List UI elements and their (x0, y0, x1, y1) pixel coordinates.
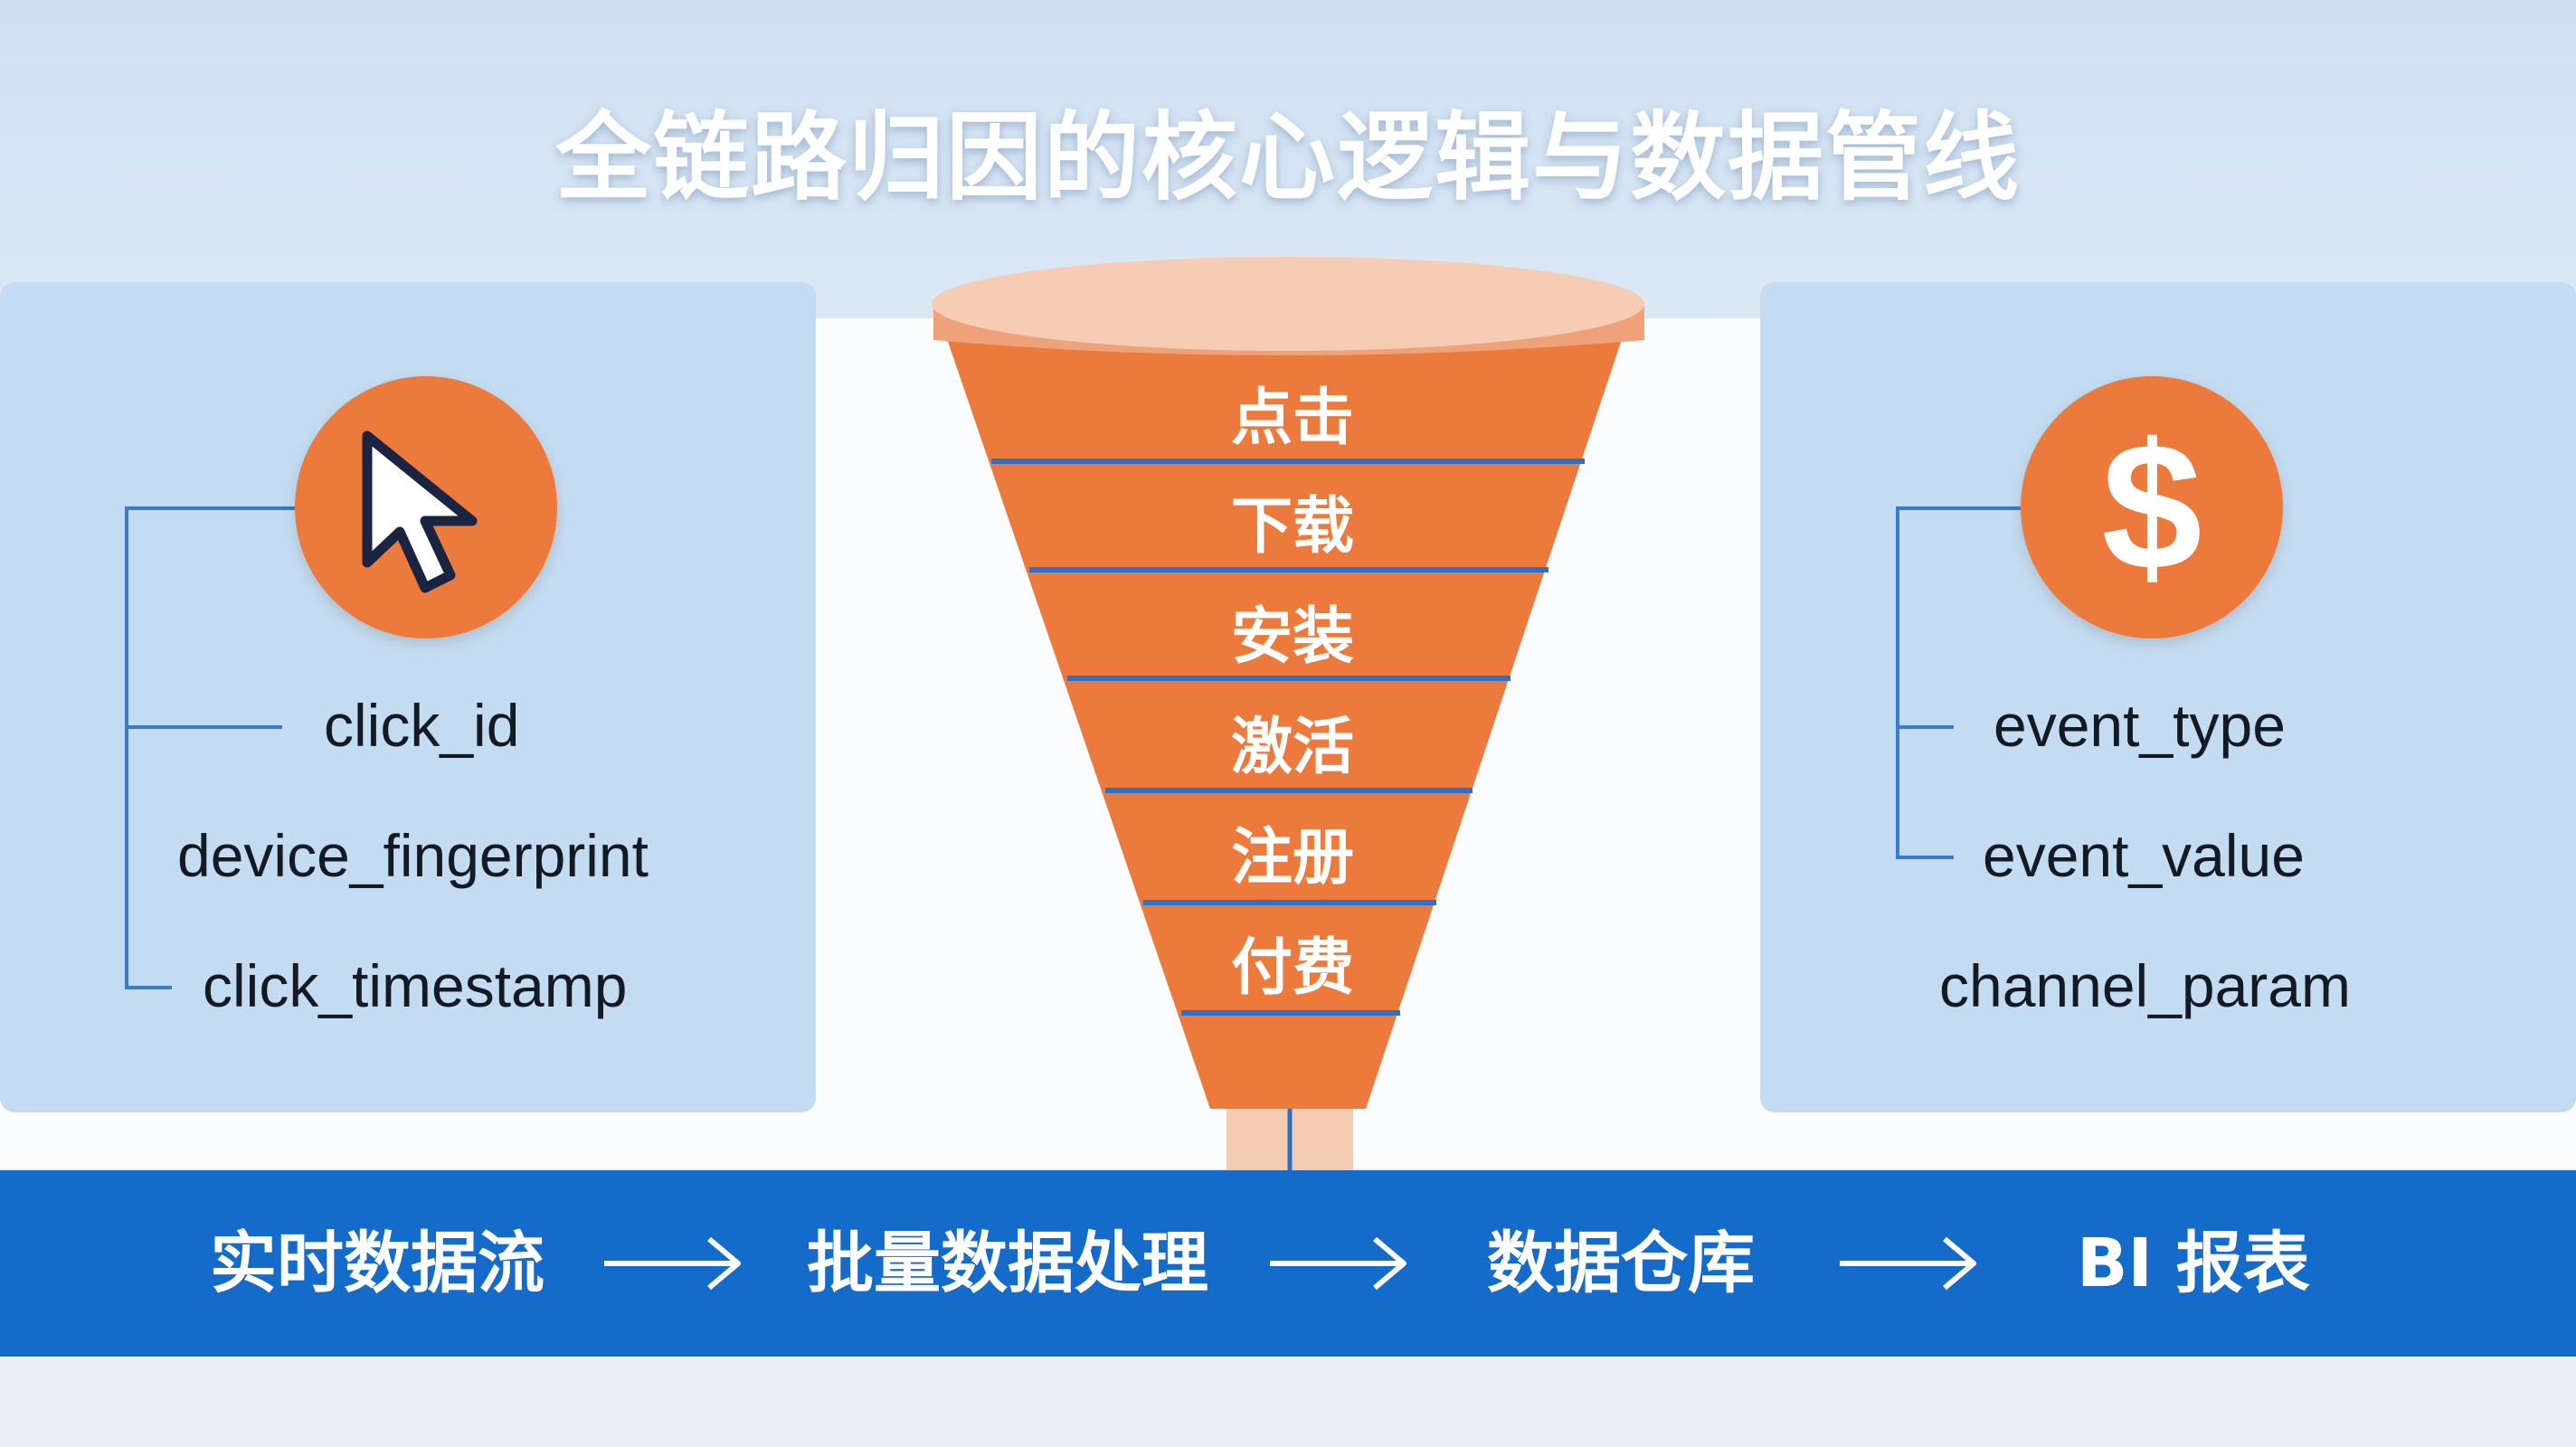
funnel-rim-top (932, 257, 1644, 351)
funnel-stage-install: 安装 (1230, 601, 1354, 673)
funnel-stage-pay: 付费 (1230, 932, 1354, 1004)
funnel-stage-activate: 激活 (1230, 712, 1354, 783)
field-device-fingerprint: device_fingerprint (177, 822, 649, 889)
arrow-right-icon (1840, 1236, 1976, 1291)
payment-icon-circle: $ (2021, 376, 2283, 638)
pipeline-step-realtime-stream: 实时数据流 (210, 1225, 545, 1302)
pipeline-step-batch-processing: 批量数据处理 (807, 1225, 1208, 1302)
left-tree-connector (125, 506, 295, 989)
page-title: 全链路归因的核心逻辑与数据管线 (555, 102, 2021, 213)
pipeline-step-bi-report: BI 报表 (2077, 1225, 2310, 1302)
cursor-arrow-icon (362, 430, 478, 593)
field-click-timestamp: click_timestamp (203, 952, 628, 1019)
funnel-stage-click: 点击 (1230, 383, 1354, 454)
pipeline-step-data-warehouse: 数据仓库 (1487, 1225, 1755, 1302)
funnel-stage-download: 下载 (1230, 491, 1354, 563)
click-icon-circle (295, 376, 557, 638)
field-event-type: event_type (1994, 692, 2286, 759)
field-click-id: click_id (324, 692, 520, 759)
data-pipeline-bar: 实时数据流 批量数据处理 数据仓库 BI 报表 (0, 1170, 2576, 1357)
field-channel-param: channel_param (1939, 952, 2351, 1019)
funnel-stage-register: 注册 (1230, 822, 1354, 894)
arrow-right-icon (1270, 1236, 1406, 1291)
funnel-body (946, 336, 1623, 1109)
field-event-value: event_value (1983, 822, 2305, 889)
bottom-background (0, 1357, 2576, 1447)
right-tree-connector (1896, 506, 2021, 859)
arrow-right-icon (604, 1236, 741, 1291)
dollar-icon: $ (2101, 406, 2202, 608)
